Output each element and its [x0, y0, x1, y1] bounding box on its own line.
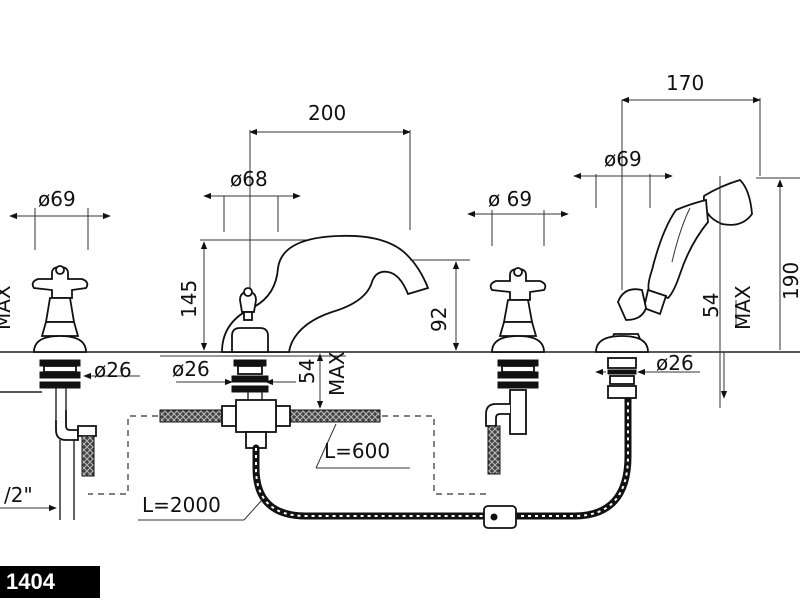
bath-spout	[160, 128, 430, 393]
handshower-max-label: MAX	[731, 285, 755, 330]
spout-reach-label: 200	[308, 101, 346, 125]
flex-hose-length-callout	[315, 423, 410, 469]
flex-hose-length-label: L=600	[324, 439, 390, 463]
shower-shank-diameter-label: ø26	[656, 351, 694, 375]
right-handle-valve	[467, 210, 569, 475]
spout-height-label: 145	[177, 280, 201, 318]
left-handle-valve	[0, 208, 111, 520]
handshower-height-label: 190	[779, 262, 800, 300]
handshower-assembly	[573, 96, 800, 408]
right-handle-diameter-label: ø 69	[488, 187, 532, 211]
shower-holder-diameter-label: ø69	[604, 147, 642, 171]
left-handle-diameter-label: ø69	[38, 187, 76, 211]
shower-hose	[252, 390, 632, 529]
spout-shank-diameter-label: ø26	[172, 357, 210, 381]
spout-outlet-height-label: 92	[427, 307, 451, 332]
handshower-offset-label: 170	[666, 71, 704, 95]
deck-max-label: MAX	[325, 351, 349, 396]
spout-outlet-height-dimension	[410, 259, 470, 351]
spout-base-diameter-label: ø68	[230, 167, 268, 191]
model-number-badge: 1404	[0, 566, 100, 598]
shower-hose-length-label: L=2000	[142, 493, 221, 517]
left-max-label: MAX	[0, 285, 15, 330]
left-shank-diameter-label: ø26	[94, 358, 132, 382]
connection-manifold	[88, 392, 488, 495]
connection-thread-label: /2"	[4, 483, 33, 507]
handshower-base-height-label: 54	[699, 293, 723, 318]
shower-hose-length-callout	[138, 499, 263, 521]
deck-max-thickness-label: 54	[295, 359, 319, 384]
